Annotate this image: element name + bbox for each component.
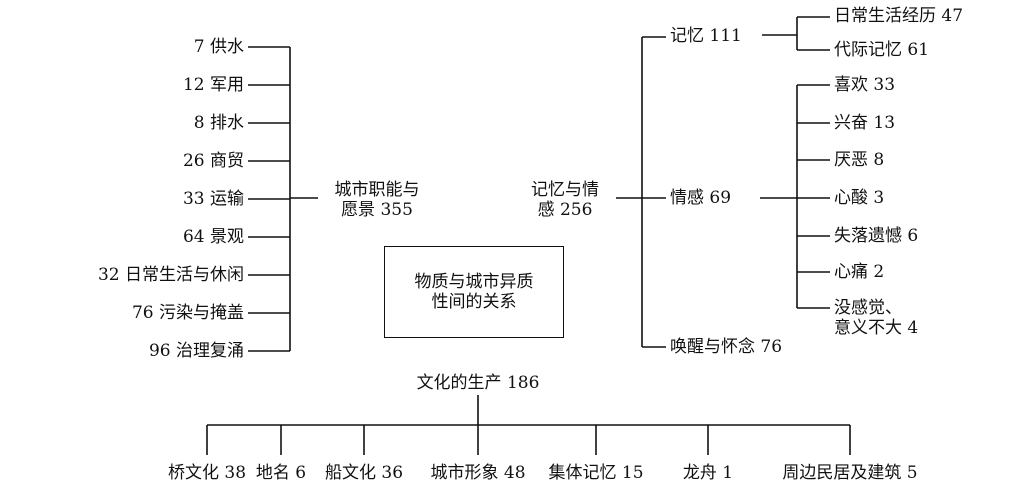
memory-item: 日常生活经历 47 bbox=[834, 6, 964, 26]
left-group-label-line-1: 城市职能与 bbox=[334, 180, 420, 200]
memory-item: 代际记忆 61 bbox=[834, 40, 930, 60]
emotion-item: 喜欢 33 bbox=[834, 75, 896, 95]
emotion-item: 心酸 3 bbox=[834, 188, 885, 208]
bottom-item: 船文化 36 bbox=[324, 463, 404, 483]
center-box-line-2: 性间的关系 bbox=[431, 292, 517, 312]
emotion-item: 兴奋 13 bbox=[834, 113, 896, 133]
emotion-item: 厌恶 8 bbox=[834, 150, 885, 170]
left-group-label-line-2: 愿景 355 bbox=[341, 200, 413, 220]
bottom-group-label: 文化的生产 186 bbox=[416, 373, 540, 393]
bottom-item: 周边民居及建筑 5 bbox=[782, 463, 918, 483]
emotion-item-last-line-2: 意义不大 4 bbox=[834, 318, 919, 338]
center-box: 物质与城市异质 性间的关系 bbox=[384, 246, 564, 338]
memory-label: 记忆 111 bbox=[670, 26, 742, 46]
bottom-item: 桥文化 38 bbox=[167, 463, 247, 483]
emotion-item-last-line-1: 没感觉、 bbox=[834, 298, 902, 318]
left-item: 33 运输 bbox=[182, 189, 244, 209]
right-group-label-line-2: 感 256 bbox=[537, 200, 593, 220]
left-item: 12 军用 bbox=[182, 75, 244, 95]
bottom-item: 地名 6 bbox=[255, 463, 307, 483]
left-item: 96 治理复涌 bbox=[148, 341, 244, 361]
emotion-item: 失落遗憾 6 bbox=[834, 226, 919, 246]
right-group-label-line-1: 记忆与情 bbox=[531, 180, 599, 200]
left-item: 7 供水 bbox=[193, 37, 244, 57]
bottom-item: 集体记忆 15 bbox=[548, 463, 644, 483]
bottom-item: 龙舟 1 bbox=[682, 463, 734, 483]
left-item: 64 景观 bbox=[182, 227, 244, 247]
bottom-item: 城市形象 48 bbox=[430, 463, 526, 483]
awakening-label: 唤醒与怀念 76 bbox=[670, 337, 783, 357]
emotion-label: 情感 69 bbox=[670, 188, 732, 208]
left-item: 8 排水 bbox=[193, 113, 244, 133]
left-item: 26 商贸 bbox=[182, 151, 244, 171]
emotion-item: 心痛 2 bbox=[834, 262, 885, 282]
center-box-line-1: 物质与城市异质 bbox=[414, 272, 534, 292]
left-item: 32 日常生活与休闲 bbox=[97, 265, 244, 285]
left-item: 76 污染与掩盖 bbox=[131, 303, 244, 323]
